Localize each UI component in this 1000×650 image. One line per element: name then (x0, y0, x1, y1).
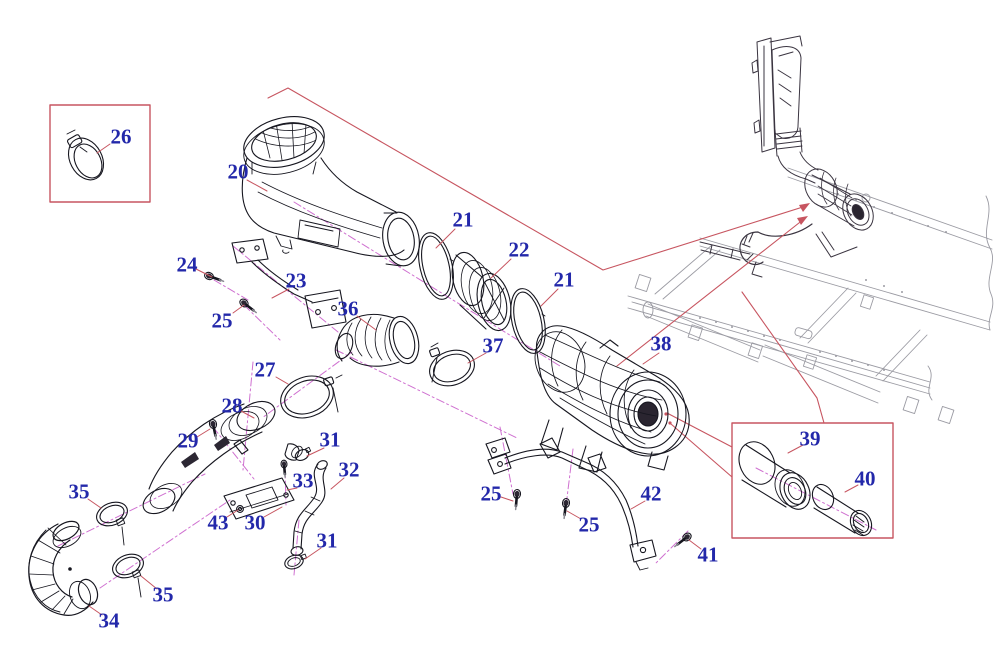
part-23-support-bracket (232, 239, 346, 328)
inset-box-39-40 (732, 423, 893, 538)
part-20-intake-duct (238, 109, 423, 269)
chassis-overview (628, 168, 993, 424)
part-40-safety-element (808, 481, 875, 539)
bolt-24 (202, 269, 227, 286)
callout-30: 30 (244, 510, 266, 535)
part-35-clamp-b (109, 550, 147, 597)
bolt-25-c (559, 496, 572, 521)
callout-43: 43 (207, 510, 229, 535)
callout-29: 29 (177, 428, 199, 453)
callout-25-c: 25 (578, 512, 600, 537)
part-27-clamp (275, 369, 342, 425)
bolt-25-b (510, 487, 523, 512)
callout-24: 24 (176, 252, 198, 277)
callout-27: 27 (254, 357, 276, 382)
part-28-intake-pipe (139, 396, 305, 519)
part-34-elbow-hose (29, 517, 101, 615)
part-30-bracket-plate (224, 478, 294, 519)
callout-21-b: 21 (553, 267, 575, 292)
inset-box-26 (50, 105, 150, 202)
callout-20: 20 (227, 159, 249, 184)
callout-36: 36 (337, 296, 359, 321)
part-37-clamp (425, 343, 480, 392)
nut-43 (237, 506, 244, 513)
callout-21-a: 21 (452, 207, 474, 232)
callout-38: 38 (650, 331, 672, 356)
part-36-bellows (332, 313, 423, 366)
callout-41: 41 (697, 542, 719, 567)
callout-25-a: 25 (211, 308, 233, 333)
part-31-clamp-a (294, 447, 311, 462)
part-38-air-filter-housing (527, 325, 689, 472)
callout-39: 39 (799, 426, 821, 451)
callout-34: 34 (98, 608, 120, 633)
callout-23: 23 (285, 268, 307, 293)
part-22-connector-sleeve (447, 249, 516, 334)
callout-33: 33 (292, 468, 314, 493)
callout-35-a: 35 (68, 479, 90, 504)
part-32-drain-tube (290, 459, 328, 556)
leader-lines (88, 144, 858, 615)
callout-31-b: 31 (316, 528, 338, 553)
callout-31-a: 31 (319, 427, 341, 452)
callout-35-b: 35 (152, 582, 174, 607)
callout-42: 42 (640, 481, 662, 506)
location-lines (268, 88, 824, 477)
callout-37: 37 (482, 333, 504, 358)
callout-40: 40 (854, 466, 876, 491)
part-31-clamp-b (283, 553, 307, 572)
assembled-intake-unit (700, 36, 879, 277)
part-39-filter-element (732, 436, 815, 514)
bolt-33 (279, 458, 290, 479)
part-26-hose-clamp (62, 130, 111, 186)
callout-22: 22 (508, 237, 530, 262)
callout-26: 26 (110, 124, 132, 149)
part-35-clamp-a (93, 498, 131, 545)
part-42-mounting-bracket (486, 438, 656, 570)
callout-28: 28 (221, 393, 243, 418)
part-21-seal-ring-a (413, 229, 459, 302)
callout-25-b: 25 (480, 481, 502, 506)
callout-32: 32 (338, 457, 360, 482)
